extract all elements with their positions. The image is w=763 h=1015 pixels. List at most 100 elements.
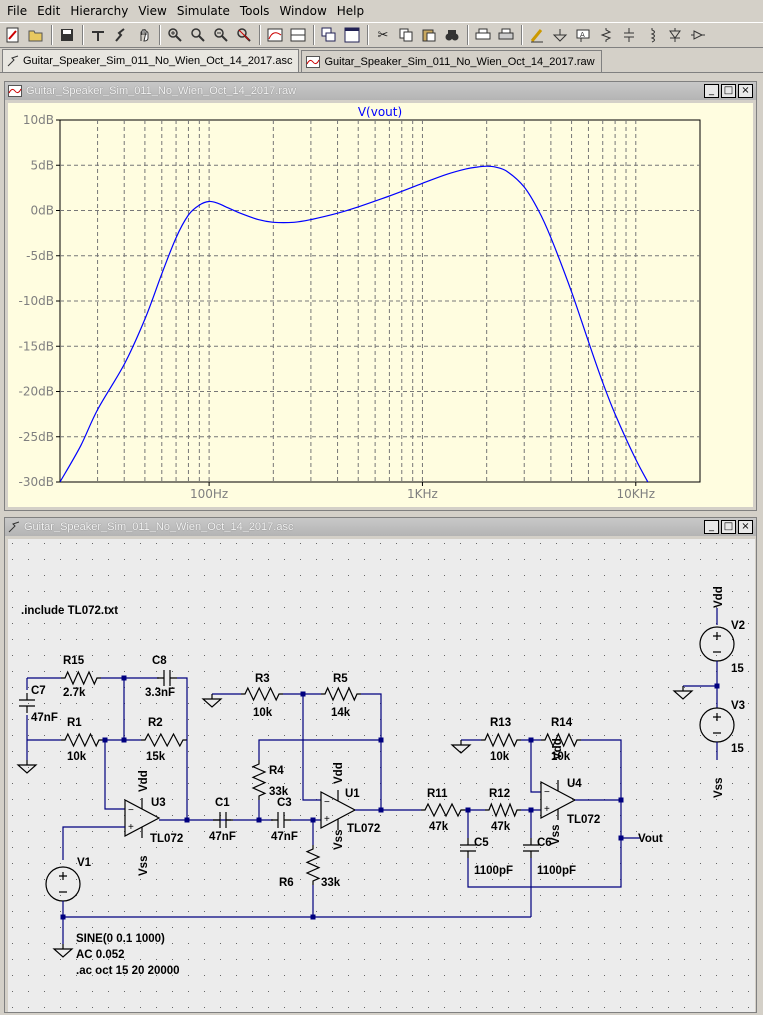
menu-window[interactable]: Window bbox=[279, 4, 327, 18]
zoom-fit-icon[interactable] bbox=[233, 24, 255, 46]
menu-simulate[interactable]: Simulate bbox=[176, 4, 230, 18]
menu-tools[interactable]: Tools bbox=[239, 4, 270, 18]
close-button[interactable]: × bbox=[738, 84, 753, 98]
grid-dot bbox=[668, 991, 669, 992]
grid-dot bbox=[636, 895, 637, 896]
grid-dot bbox=[252, 1007, 253, 1008]
grid-dot bbox=[108, 559, 109, 560]
grid-dot bbox=[412, 543, 413, 544]
menu-help[interactable]: Help bbox=[336, 4, 365, 18]
minimize-button[interactable]: _ bbox=[704, 520, 719, 534]
ground-icon[interactable] bbox=[549, 24, 571, 46]
close-window-icon[interactable] bbox=[341, 24, 363, 46]
grid-dot bbox=[748, 991, 749, 992]
grid-dot bbox=[284, 559, 285, 560]
diode-icon[interactable] bbox=[664, 24, 686, 46]
tile-horizontal-icon[interactable] bbox=[287, 24, 309, 46]
grid-dot bbox=[396, 927, 397, 928]
trace-label: V(vout) bbox=[358, 105, 402, 119]
tab-schematic[interactable]: Guitar_Speaker_Sim_011_No_Wien_Oct_14_20… bbox=[2, 49, 300, 72]
menu-hierarchy[interactable]: Hierarchy bbox=[70, 4, 129, 18]
maximize-button[interactable]: □ bbox=[721, 84, 736, 98]
grid-dot bbox=[412, 767, 413, 768]
zoom-out-icon[interactable] bbox=[210, 24, 232, 46]
grid-dot bbox=[444, 895, 445, 896]
zoom-in-icon[interactable] bbox=[164, 24, 186, 46]
inductor-icon[interactable] bbox=[641, 24, 663, 46]
new-schematic-icon[interactable] bbox=[2, 24, 24, 46]
find-icon[interactable] bbox=[441, 24, 463, 46]
grid-dot bbox=[236, 815, 237, 816]
grid-dot bbox=[700, 831, 701, 832]
grid-dot bbox=[156, 671, 157, 672]
grid-dot bbox=[476, 607, 477, 608]
grid-dot bbox=[252, 575, 253, 576]
grid-dot bbox=[604, 943, 605, 944]
bode-plot[interactable]: 10dB5dB0dB-5dB-10dB-15dB-20dB-25dB-30dB1… bbox=[8, 103, 753, 507]
grid-dot bbox=[588, 559, 589, 560]
grid-dot bbox=[572, 991, 573, 992]
netlabel-vss-v3: Vss bbox=[713, 778, 725, 798]
grid-dot bbox=[620, 671, 621, 672]
grid-dot bbox=[236, 1007, 237, 1008]
grid-dot bbox=[92, 639, 93, 640]
grid-dot bbox=[332, 831, 333, 832]
paste-icon[interactable] bbox=[418, 24, 440, 46]
plot-window-titlebar[interactable]: Guitar_Speaker_Sim_011_No_Wien_Oct_14_20… bbox=[5, 82, 756, 100]
grid-dot bbox=[316, 927, 317, 928]
grid-dot bbox=[76, 991, 77, 992]
print-icon[interactable] bbox=[495, 24, 517, 46]
grid-dot bbox=[28, 671, 29, 672]
draw-wire-icon[interactable] bbox=[526, 24, 548, 46]
schematic-drawing[interactable]: .include TL072.txt−+R152.7kC83.3nFC747nF… bbox=[8, 539, 755, 1012]
resistor-r4 bbox=[251, 760, 267, 800]
grid-dot bbox=[92, 751, 93, 752]
grid-dot bbox=[92, 943, 93, 944]
maximize-button[interactable]: □ bbox=[721, 520, 736, 534]
autorange-icon[interactable] bbox=[264, 24, 286, 46]
grid-dot bbox=[268, 623, 269, 624]
grid-dot bbox=[124, 943, 125, 944]
grid-dot bbox=[540, 591, 541, 592]
cascade-icon[interactable] bbox=[318, 24, 340, 46]
copy-icon[interactable] bbox=[395, 24, 417, 46]
grid-dot bbox=[604, 879, 605, 880]
grid-dot bbox=[220, 687, 221, 688]
menu-view[interactable]: View bbox=[138, 4, 167, 18]
control-panel-icon[interactable] bbox=[87, 24, 109, 46]
component-icon[interactable] bbox=[687, 24, 709, 46]
close-button[interactable]: × bbox=[738, 520, 753, 534]
grid-dot bbox=[28, 543, 29, 544]
open-icon[interactable] bbox=[25, 24, 47, 46]
grid-dot bbox=[316, 975, 317, 976]
grid-dot bbox=[524, 623, 525, 624]
print-setup-icon[interactable] bbox=[472, 24, 494, 46]
label-net-icon[interactable]: A bbox=[572, 24, 594, 46]
grid-dot bbox=[636, 719, 637, 720]
menu-edit[interactable]: Edit bbox=[37, 4, 61, 18]
cut-icon[interactable]: ✂ bbox=[377, 27, 389, 43]
grid-dot bbox=[460, 863, 461, 864]
grid-dot bbox=[92, 959, 93, 960]
grid-dot bbox=[524, 911, 525, 912]
grid-dot bbox=[652, 543, 653, 544]
grid-dot bbox=[652, 799, 653, 800]
run-icon[interactable] bbox=[110, 24, 132, 46]
grid-dot bbox=[284, 703, 285, 704]
grid-dot bbox=[540, 575, 541, 576]
save-icon[interactable] bbox=[56, 24, 78, 46]
grid-dot bbox=[604, 703, 605, 704]
grid-dot bbox=[60, 575, 61, 576]
minimize-button[interactable]: _ bbox=[704, 84, 719, 98]
pan-icon[interactable] bbox=[187, 24, 209, 46]
wire bbox=[177, 677, 188, 740]
capacitor-icon[interactable] bbox=[618, 24, 640, 46]
menu-file[interactable]: File bbox=[7, 4, 28, 18]
halt-icon[interactable] bbox=[133, 24, 155, 46]
tab-waveform[interactable]: Guitar_Speaker_Sim_011_No_Wien_Oct_14_20… bbox=[301, 50, 602, 72]
resistor-icon[interactable] bbox=[595, 24, 617, 46]
grid-dot bbox=[364, 607, 365, 608]
schematic-window-titlebar[interactable]: Guitar_Speaker_Sim_011_No_Wien_Oct_14_20… bbox=[5, 518, 756, 536]
